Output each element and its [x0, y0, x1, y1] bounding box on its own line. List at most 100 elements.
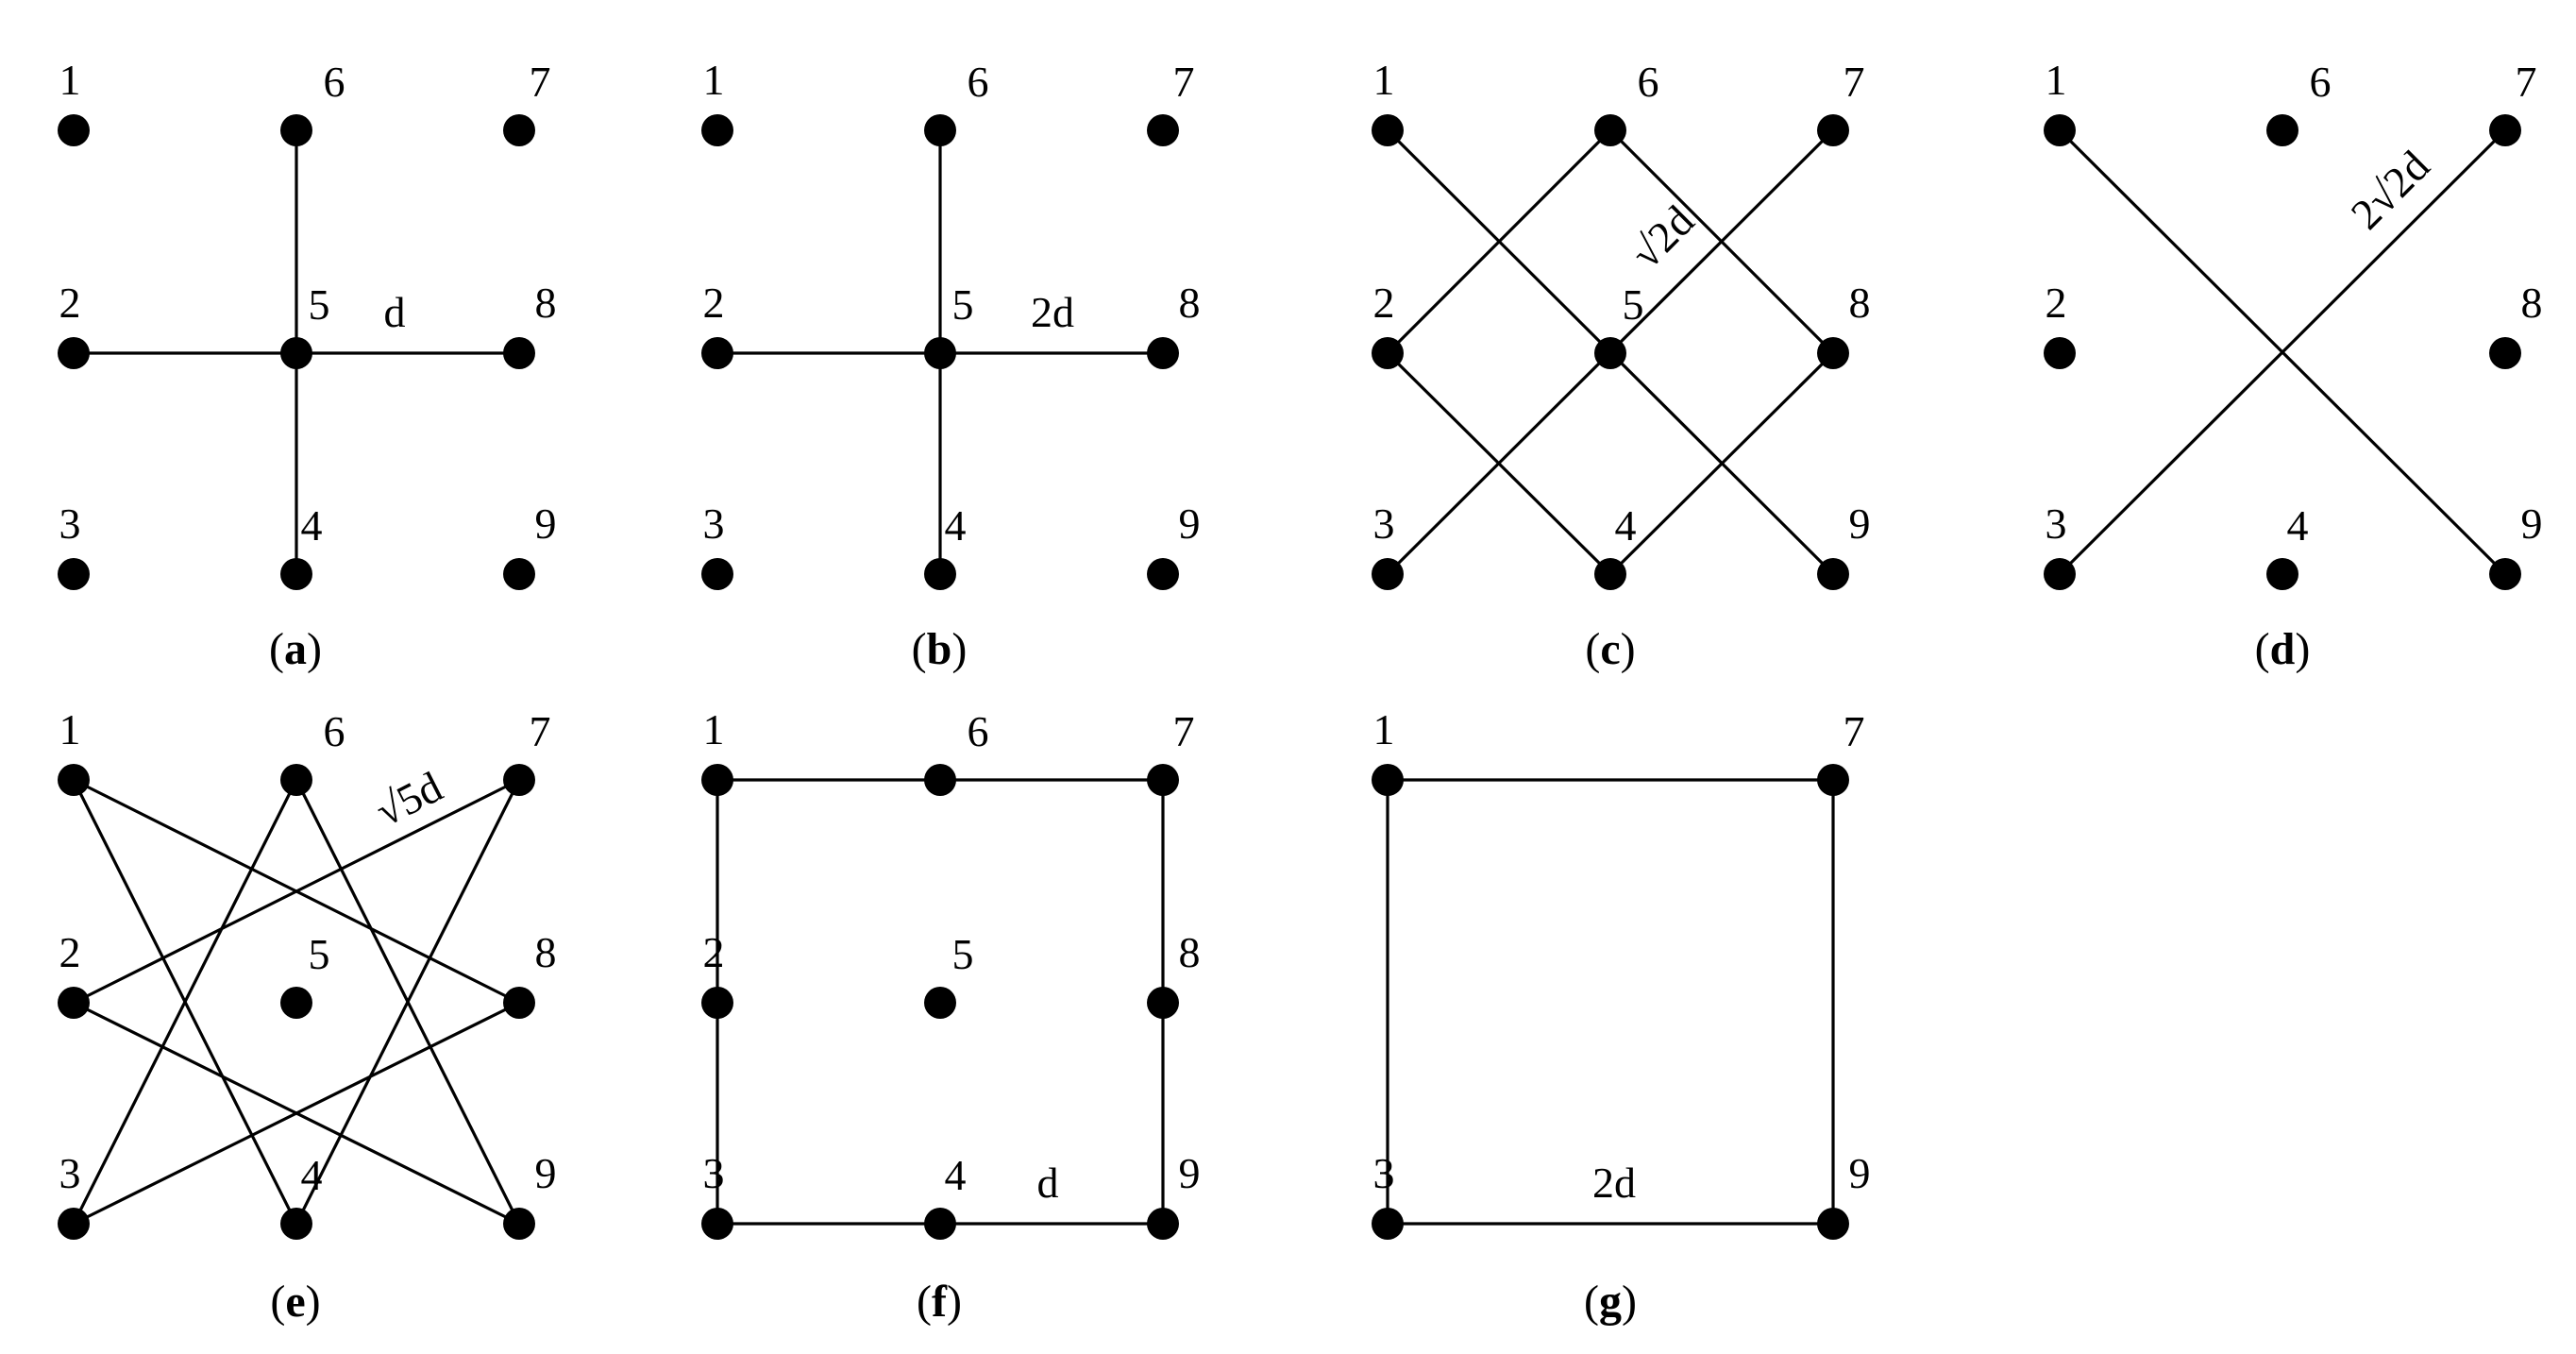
node-label-4: 4: [1615, 501, 1637, 550]
node-2: [2044, 337, 2076, 369]
node-7: [1817, 114, 1849, 146]
node-label-8: 8: [1179, 279, 1201, 327]
node-label-8: 8: [2521, 279, 2543, 327]
node-1: [1372, 764, 1404, 796]
node-label-1: 1: [59, 705, 81, 753]
node-label-5: 5: [309, 280, 330, 329]
node-label-7: 7: [1844, 707, 1865, 755]
node-9: [2489, 558, 2521, 590]
node-label-7: 7: [1844, 58, 1865, 106]
node-4: [2266, 558, 2298, 590]
node-label-8: 8: [535, 928, 557, 976]
node-label-4: 4: [945, 1151, 967, 1199]
node-label-9: 9: [1849, 1149, 1871, 1197]
node-3: [58, 1208, 90, 1240]
node-label-7: 7: [1173, 58, 1195, 106]
node-label-7: 7: [2516, 58, 2537, 106]
edge-length-label: 2d: [1592, 1159, 1636, 1207]
node-4: [280, 558, 312, 590]
node-1: [701, 114, 733, 146]
node-label-5: 5: [952, 930, 974, 978]
node-label-3: 3: [1373, 499, 1395, 548]
node-1: [2044, 114, 2076, 146]
node-label-5: 5: [952, 280, 974, 329]
node-3: [58, 558, 90, 590]
node-9: [1817, 1208, 1849, 1240]
edge-6-8: [1608, 128, 1835, 355]
node-5: [280, 987, 312, 1019]
node-label-4: 4: [2287, 501, 2309, 550]
node-label-6: 6: [1638, 58, 1659, 106]
node-label-8: 8: [1849, 279, 1871, 327]
node-label-4: 4: [301, 501, 323, 550]
node-3: [2044, 558, 2076, 590]
node-label-8: 8: [535, 279, 557, 327]
panel-caption-letter: d: [2270, 624, 2296, 674]
node-3: [701, 1208, 733, 1240]
node-5: [280, 337, 312, 369]
edge-length-label: 2√2d: [2342, 142, 2439, 239]
panel-caption-letter: a: [284, 624, 307, 674]
node-label-9: 9: [535, 1149, 557, 1197]
edge-8-4: [1608, 351, 1835, 576]
panel-caption: (a): [269, 624, 322, 674]
node-8: [1147, 337, 1179, 369]
node-label-6: 6: [2310, 58, 2332, 106]
node-3: [1372, 1208, 1404, 1240]
node-label-3: 3: [703, 1149, 725, 1197]
edge-4-2: [1386, 351, 1612, 576]
node-2: [701, 987, 733, 1019]
node-5: [1594, 337, 1626, 369]
edge-3-8: [73, 1001, 520, 1226]
node-label-6: 6: [324, 707, 345, 755]
node-label-9: 9: [1849, 499, 1871, 548]
node-label-1: 1: [2046, 56, 2067, 104]
panel-caption-letter: b: [927, 624, 952, 674]
node-5: [924, 987, 956, 1019]
node-label-9: 9: [2521, 499, 2543, 548]
node-8: [503, 337, 535, 369]
node-4: [280, 1208, 312, 1240]
node-label-7: 7: [530, 58, 551, 106]
node-1: [1372, 114, 1404, 146]
node-7: [1147, 764, 1179, 796]
panel-caption: (f): [917, 1277, 962, 1327]
panel-caption: (b): [912, 624, 968, 674]
node-3: [1372, 558, 1404, 590]
panel-caption: (c): [1585, 624, 1635, 674]
node-1: [701, 764, 733, 796]
node-label-6: 6: [324, 58, 345, 106]
node-label-2: 2: [703, 928, 725, 976]
node-label-1: 1: [1373, 56, 1395, 104]
node-9: [503, 1208, 535, 1240]
node-label-5: 5: [309, 930, 330, 978]
panel-caption-letter: e: [285, 1277, 305, 1327]
node-8: [1147, 987, 1179, 1019]
node-7: [1147, 114, 1179, 146]
node-label-1: 1: [703, 705, 725, 753]
node-5: [924, 337, 956, 369]
node-label-1: 1: [703, 56, 725, 104]
node-label-1: 1: [1373, 705, 1395, 753]
node-7: [503, 764, 535, 796]
node-7: [1817, 764, 1849, 796]
node-label-2: 2: [59, 279, 81, 327]
edge-length-label: √5d: [368, 762, 450, 836]
node-6: [280, 114, 312, 146]
node-6: [280, 764, 312, 796]
node-4: [924, 558, 956, 590]
edge-3-7: [2058, 128, 2507, 576]
node-8: [503, 987, 535, 1019]
node-label-3: 3: [59, 1149, 81, 1197]
node-9: [1147, 558, 1179, 590]
node-label-3: 3: [1373, 1149, 1395, 1197]
node-label-2: 2: [1373, 279, 1395, 327]
edge-length-label: 2d: [1031, 288, 1074, 336]
edge-6-3: [72, 779, 298, 1225]
node-7: [503, 114, 535, 146]
panel-caption-letter: f: [932, 1277, 948, 1327]
